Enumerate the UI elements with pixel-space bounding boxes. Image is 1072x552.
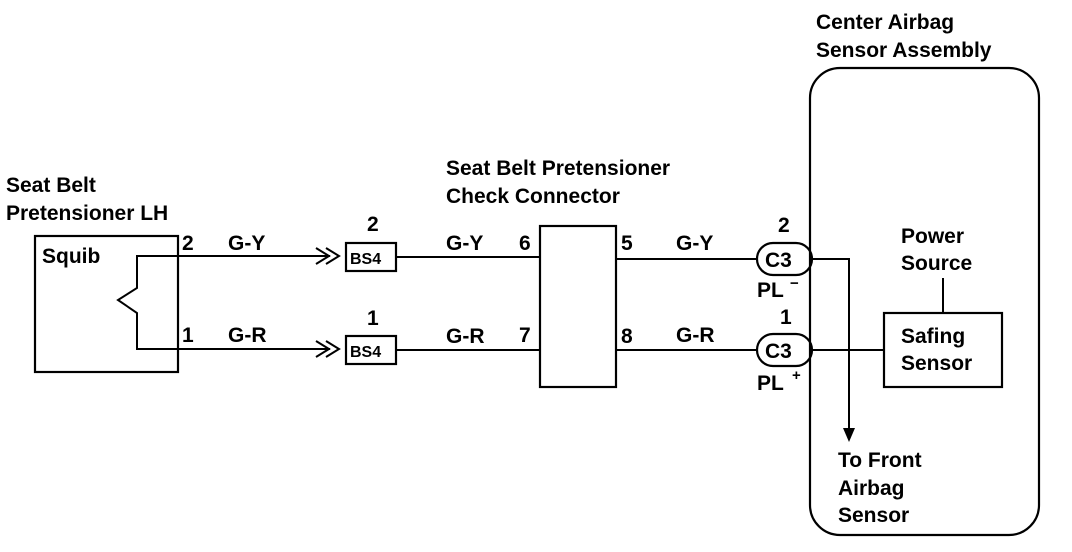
pretensioner-lh-pin-top: 2 [182, 232, 194, 255]
c3-bottom-signal: PL [757, 372, 784, 395]
c3-bottom-pin: 1 [780, 306, 792, 329]
check-connector-title-line2: Check Connector [446, 185, 620, 208]
check-connector-box [538, 224, 618, 389]
wire-gr-label-3: G-R [676, 324, 715, 347]
to-front-line1: To Front [838, 449, 922, 472]
assembly-title-line1: Center Airbag [816, 11, 954, 34]
wire-gr-label-1: G-R [228, 324, 267, 347]
c3-top-signal: PL [757, 279, 784, 302]
c3-top-label: C3 [765, 249, 792, 272]
wire-gy-label-3: G-Y [676, 232, 713, 255]
to-front-line2: Airbag [838, 477, 905, 500]
squib-element [116, 255, 178, 350]
c3-top-pin: 2 [778, 214, 790, 237]
arrow-to-front-sensor [843, 428, 855, 442]
c3-top-polarity: − [790, 275, 799, 292]
power-source-line2: Source [901, 252, 972, 275]
safing-sensor-box [882, 311, 1004, 389]
wire-c3-top-internal [812, 258, 850, 432]
plug-chevron-bottom [315, 340, 341, 358]
check-connector-pin-7: 7 [519, 324, 531, 347]
check-connector-title-line1: Seat Belt Pretensioner [446, 157, 670, 180]
c3-bottom-polarity: + [792, 367, 801, 384]
wire-gy-label-1: G-Y [228, 232, 265, 255]
pretensioner-lh-title-line2: Pretensioner LH [6, 202, 168, 225]
pretensioner-lh-title-line1: Seat Belt [6, 174, 96, 197]
wire-gr-label-2: G-R [446, 325, 485, 348]
pretensioner-lh-box [33, 234, 180, 374]
squib-label: Squib [42, 245, 100, 268]
bs4-bottom-pin: 1 [367, 307, 379, 330]
c3-bottom-label: C3 [765, 340, 792, 363]
bs4-top-pin: 2 [367, 213, 379, 236]
to-front-line3: Sensor [838, 504, 909, 527]
plug-chevron-top [315, 247, 341, 265]
power-source-line1: Power [901, 225, 964, 248]
assembly-title-line2: Sensor Assembly [816, 39, 992, 62]
safing-sensor-line2: Sensor [901, 352, 972, 375]
safing-sensor-line1: Safing [901, 325, 965, 348]
pretensioner-lh-pin-bottom: 1 [182, 324, 194, 347]
check-connector-pin-5: 5 [621, 232, 633, 255]
bs4-bottom-label: BS4 [350, 344, 381, 361]
bs4-top-label: BS4 [350, 251, 381, 268]
assembly-box [808, 66, 1041, 537]
check-connector-pin-8: 8 [621, 325, 633, 348]
wire-gy-label-2: G-Y [446, 232, 483, 255]
check-connector-pin-6: 6 [519, 232, 531, 255]
